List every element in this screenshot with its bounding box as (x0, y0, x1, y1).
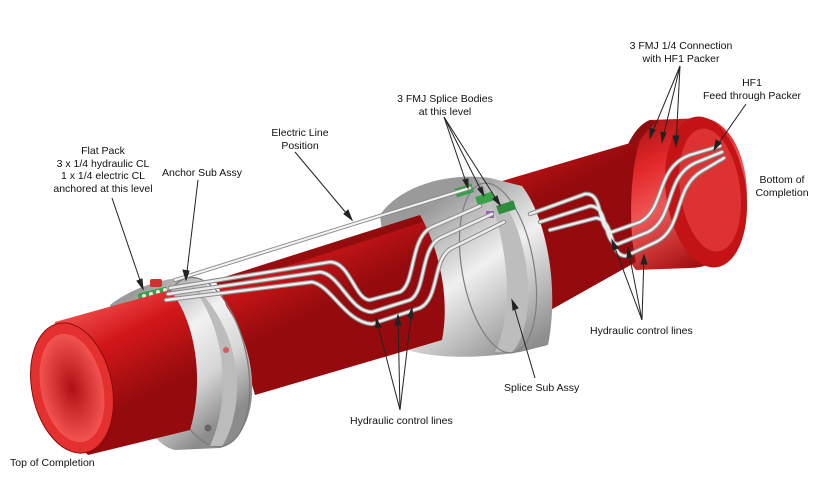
label-anchor-sub-assy: Anchor Sub Assy (162, 167, 242, 179)
label-hydraulic-lines-right: Hydraulic control lines (590, 325, 693, 337)
label-hf1-packer: HF1 Feed through Packer (702, 77, 802, 102)
label-hydraulic-lines-bottom: Hydraulic control lines (350, 415, 453, 427)
top-pipe (30, 290, 198, 455)
leader-hf1 (713, 103, 747, 152)
leader-electric-line (294, 151, 354, 222)
hydraulic-control-lines (163, 143, 727, 327)
label-top-of-completion: Top of Completion (10, 457, 95, 469)
leader-flat-pack (111, 197, 144, 291)
label-splice-sub-assy: Splice Sub Assy (504, 382, 580, 394)
leader-hydraulic-right (611, 238, 648, 321)
leader-anchor-sub (182, 179, 199, 282)
main-pipe-middle (215, 215, 445, 395)
leader-fmj-connection (649, 65, 681, 148)
label-fmj-connection: 3 FMJ 1/4 Connection with HF1 Packer (629, 40, 733, 65)
label-flat-pack: Flat Pack 3 x 1/4 hydraulic CL 1 x 1/4 e… (53, 145, 153, 195)
leader-hydraulic-bottom (375, 306, 414, 411)
leader-splice-bodies (443, 116, 502, 207)
leader-splice-sub (511, 298, 536, 379)
electric-control-line (173, 186, 472, 282)
leader-lines (111, 65, 747, 411)
label-bottom-of-completion: Bottom of Completion (755, 174, 809, 199)
label-electric-line-position: Electric Line Position (271, 127, 329, 152)
label-fmj-splice-bodies: 3 FMJ Splice Bodies at this level (397, 93, 493, 118)
